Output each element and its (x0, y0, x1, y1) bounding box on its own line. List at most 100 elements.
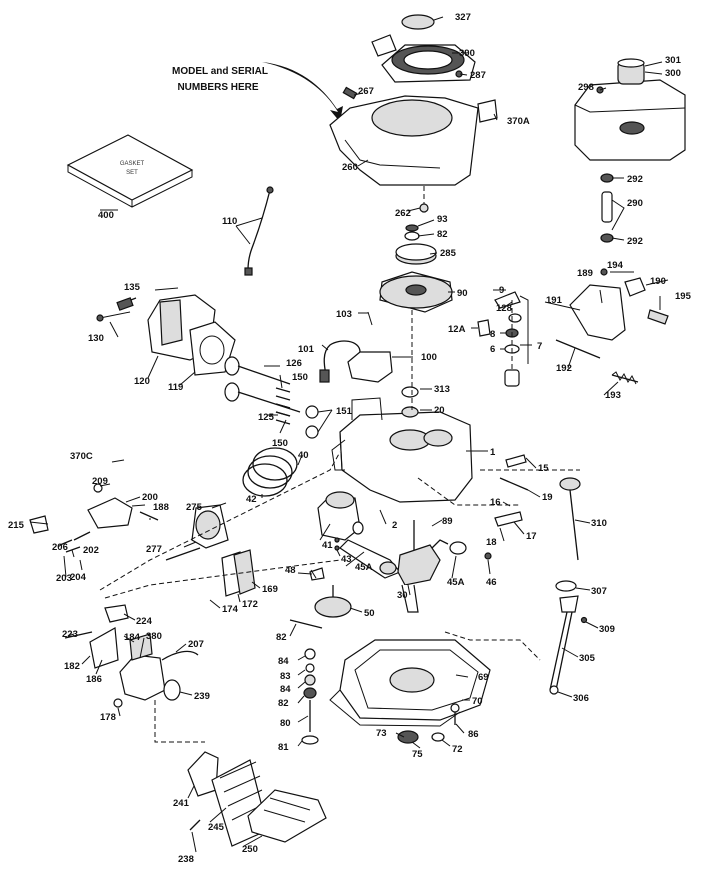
part-number-label: 301 (665, 55, 682, 66)
part-number-label: 84 (280, 684, 291, 695)
part-number-label: 1 (490, 447, 496, 458)
leader-lines (29, 16, 669, 853)
spark-plug (116, 297, 134, 311)
part-number-label: 128 (496, 303, 512, 314)
part-number-label: 2 (392, 520, 397, 531)
dipstick-cap (559, 477, 581, 491)
fuel-line-clamp (600, 173, 614, 183)
part-number-label: 184 (124, 632, 141, 643)
starter-handle (371, 34, 397, 57)
part-number-label: 178 (100, 712, 116, 723)
part-number-label: 292 (627, 174, 643, 185)
serial-callout: MODEL and SERIAL NUMBERS HERE (172, 62, 343, 122)
part-number-label: 42 (246, 494, 257, 505)
part-number-label: 135 (124, 282, 141, 293)
part-number-label: 300 (665, 68, 681, 79)
part-number-label: 209 (92, 476, 108, 487)
part-number-label: 194 (607, 260, 624, 271)
part-number-label: 48 (285, 565, 296, 576)
part-number-label: 125 (258, 412, 275, 423)
part-number-label: 285 (440, 248, 457, 259)
part-number-label: 120 (134, 376, 150, 387)
flywheel-group (319, 224, 453, 383)
part-number-label: 193 (605, 390, 621, 401)
rod-cap (449, 541, 467, 555)
part-number-label: 82 (278, 698, 289, 709)
part-number-label: 6 (490, 344, 495, 355)
callout-arrow (262, 62, 343, 122)
dipstick-group (549, 477, 588, 695)
cylinder-head-group (96, 294, 236, 376)
part-number-label: 93 (437, 214, 448, 225)
part-number-label: 400 (98, 210, 114, 221)
part-number-label: 75 (412, 749, 423, 760)
part-number-label: 380 (146, 631, 162, 642)
part-number-label: 182 (64, 661, 80, 672)
part-number-label: 238 (178, 854, 194, 865)
part-number-label: 50 (364, 608, 375, 619)
governor-control (87, 497, 133, 529)
part-number-label: 43 (341, 554, 352, 565)
part-number-label: 203 (56, 573, 72, 584)
part-number-label: 191 (546, 295, 563, 306)
part-number-label: 200 (142, 492, 158, 503)
part-number-labels: 327390287267370A260262938228530130029829… (8, 12, 692, 865)
ground-wire (235, 186, 274, 276)
part-number-label: 19 (542, 492, 553, 503)
part-number-label: 327 (455, 12, 471, 23)
part-number-label: 190 (650, 276, 666, 287)
part-number-label: 80 (280, 718, 291, 729)
part-number-label: 15 (538, 463, 549, 474)
part-number-label: 17 (526, 531, 537, 542)
part-number-label: 188 (153, 502, 169, 513)
head-gasket (189, 321, 236, 376)
part-number-label: 82 (437, 229, 448, 240)
part-number-label: 103 (336, 309, 352, 320)
blower-housing-group (329, 14, 498, 213)
part-number-label: 30 (397, 590, 408, 601)
part-number-label: 46 (486, 577, 497, 588)
part-number-label: 277 (146, 544, 162, 555)
part-number-label: 16 (490, 497, 501, 508)
part-number-label: 186 (86, 674, 102, 685)
part-number-label: 250 (242, 844, 258, 855)
part-number-label: 89 (442, 516, 453, 527)
part-number-label: 215 (8, 520, 25, 531)
carburetor (119, 654, 166, 701)
part-number-label: 370A (507, 116, 530, 127)
callout-line-1: MODEL and SERIAL (172, 66, 268, 77)
part-number-label: 86 (468, 729, 479, 740)
crankshaft (397, 544, 441, 586)
part-number-label: 192 (556, 363, 572, 374)
part-number-label: 100 (421, 352, 437, 363)
part-number-label: 206 (52, 542, 68, 553)
part-number-label: 172 (242, 599, 258, 610)
part-number-label: 202 (83, 545, 99, 556)
part-number-label: 204 (70, 572, 87, 583)
part-number-label: 287 (470, 70, 486, 81)
part-number-label: 18 (486, 537, 497, 548)
callout-line-2: NUMBERS HERE (177, 82, 258, 93)
air-cleaner-base (187, 751, 219, 797)
part-number-label: 195 (675, 291, 692, 302)
part-number-label: 310 (591, 518, 607, 529)
part-number-label: 260 (342, 162, 358, 173)
part-number-label: 41 (322, 540, 333, 551)
part-number-label: 101 (298, 344, 315, 355)
part-number-label: 313 (434, 384, 450, 395)
part-number-label: 150 (292, 372, 308, 383)
camshaft-gear (314, 596, 352, 618)
air-cleaner-group (187, 751, 327, 847)
governor-linkage-group (477, 268, 669, 387)
part-number-label: 9 (499, 285, 504, 296)
decal-370a (477, 99, 498, 123)
part-number-label: 130 (88, 333, 104, 344)
part-number-label: 169 (262, 584, 278, 595)
part-number-label: 245 (208, 822, 225, 833)
part-number-label: 239 (194, 691, 210, 702)
control-bracket (569, 284, 626, 341)
part-number-label: 290 (627, 198, 643, 209)
carb-spacer (89, 627, 119, 669)
part-number-label: 81 (278, 742, 289, 753)
